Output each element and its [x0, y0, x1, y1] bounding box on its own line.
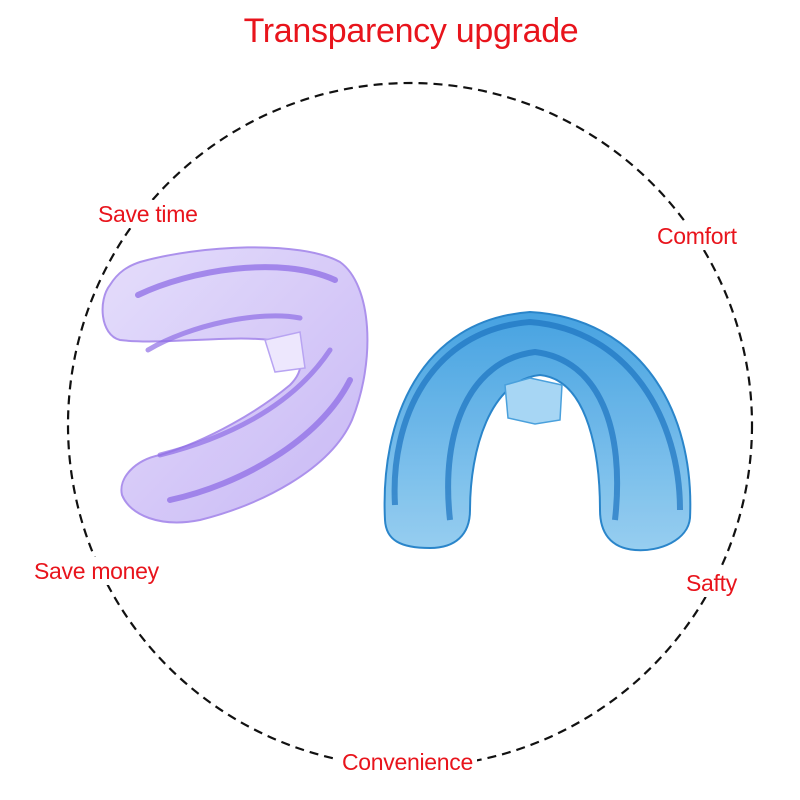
feature-convenience: Convenience: [338, 748, 477, 776]
feature-save-time: Save time: [94, 200, 202, 228]
feature-save-money: Save money: [30, 557, 163, 585]
feature-safty: Safty: [682, 569, 741, 597]
feature-comfort: Comfort: [653, 222, 741, 250]
page-title: Transparency upgrade: [243, 12, 579, 50]
